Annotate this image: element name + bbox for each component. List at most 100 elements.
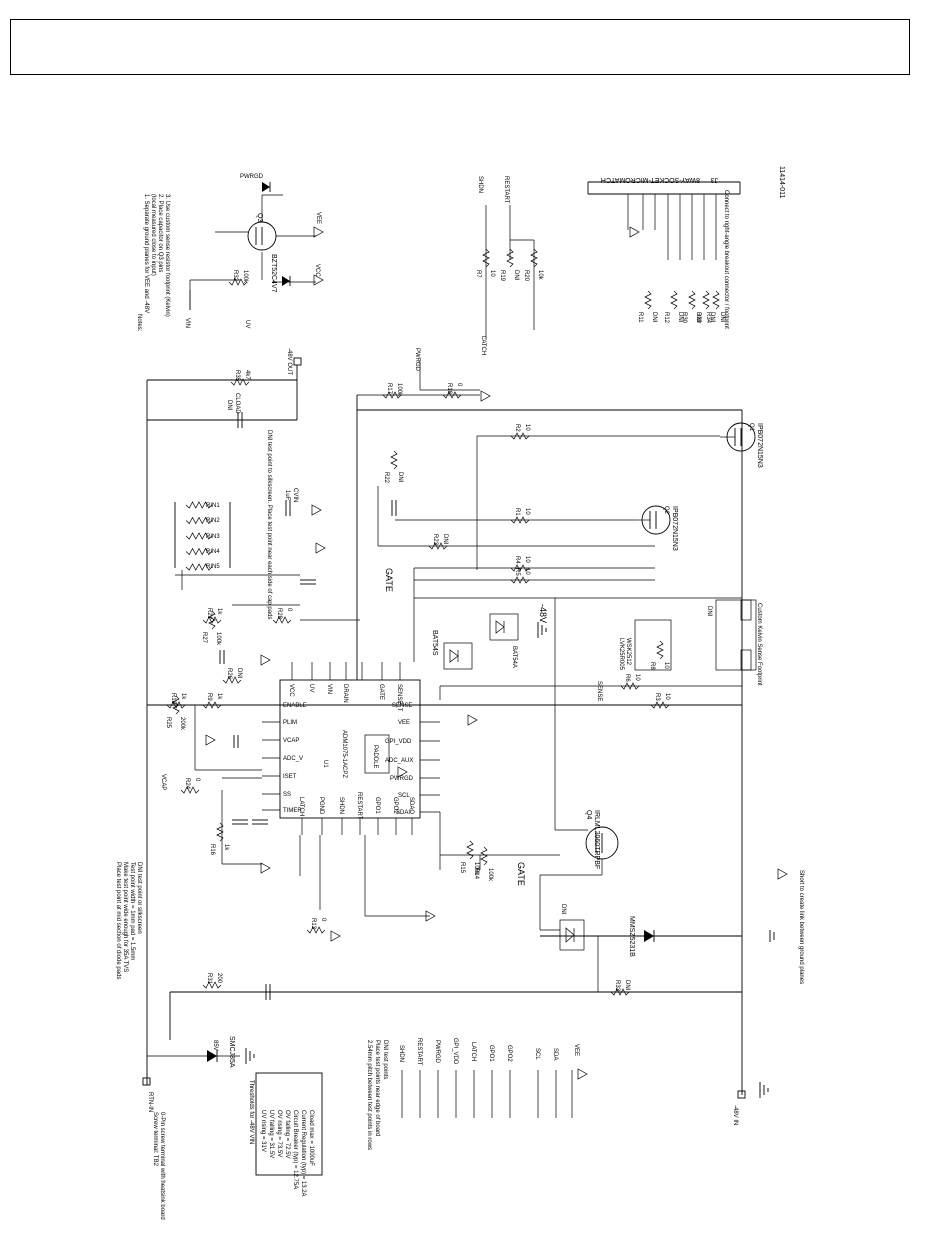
q3-part: BZT52C4V7 — [270, 254, 277, 293]
pad-note-3: DNI test points — [382, 1040, 388, 1079]
resistor-ref-r12: R12 — [663, 312, 669, 324]
left-note-3: Test point width = 1mm pad = 1.5mm — [129, 862, 135, 960]
j3-ref: J3 — [711, 176, 719, 183]
rin3-label: RIN3 — [206, 534, 220, 540]
resistor-value-r6: 10 — [634, 674, 640, 681]
u1-pin-vcc: VCC — [288, 684, 294, 697]
rtn-note-1: Screw terminal: TB2 — [152, 1112, 158, 1167]
resistor-ref-r31: R31 — [206, 973, 212, 985]
spec-box: Thresholds for -48V VIN UV rising = 31V … — [248, 1072, 323, 1197]
rs2-part: DNI — [706, 606, 712, 617]
resistor-ref-r27: R27 — [201, 632, 207, 644]
resistor-value-r1: 10 — [524, 508, 530, 515]
resistor-r20 — [530, 248, 538, 268]
resistor-ref-r23: R23 — [432, 534, 438, 546]
resistor-r27 — [208, 610, 216, 630]
q2-part: IPB072N15N3 — [671, 506, 678, 551]
net-sense: SENSE — [596, 681, 602, 701]
u1-pin-pwrgd: PWRGD — [390, 776, 414, 782]
pad-note-1: 2.54mm pitch between test points in rows — [366, 1040, 372, 1150]
resistor-value-r26: DNI — [236, 668, 242, 679]
resistor-r18 — [442, 391, 462, 399]
resistor-ref-r8: R8 — [649, 662, 655, 670]
supply-triangles — [205, 226, 788, 1080]
u1-pin-gpivdd: GPI_VDD — [385, 739, 412, 745]
resistor-ref-r34: R34 — [705, 312, 711, 324]
resistor-r16 — [216, 822, 224, 842]
q4-ref: Q4 — [585, 810, 592, 819]
rin5-label: RIN5 — [206, 564, 220, 570]
d6-part: DNI — [560, 904, 566, 915]
note-line-3: 2. Place capacitor on Q3 pins — [157, 194, 163, 272]
capacitors: CLOAD DNI CVIN 1uF — [219, 393, 397, 1000]
resistor-ref-r18: R18 — [446, 383, 452, 395]
supply-triangle — [311, 504, 322, 516]
supply-triangle — [205, 734, 216, 746]
resistor-ref-r21: R21 — [206, 608, 212, 620]
supply-triangle — [467, 714, 478, 726]
net-gate-top: GATE — [384, 568, 394, 592]
resistor-r6 — [620, 682, 640, 690]
resistor-r10 — [166, 701, 186, 709]
u1-pin-uv: UV — [308, 684, 314, 692]
resistor-value-r27: 100k — [215, 632, 221, 646]
u1-pin-latch: LATCH — [298, 797, 304, 816]
supply-triangle — [260, 862, 271, 874]
resistor-ref-r35: R35 — [234, 370, 240, 382]
spec-line-3: OV rising = 73.5V — [276, 1110, 282, 1157]
tp-gpo1: GPO1 — [488, 1045, 494, 1062]
d1-part: MMSZ5231B — [628, 916, 635, 957]
supply-triangle — [397, 766, 408, 778]
u1-pin-sdai: SDAI — [396, 810, 410, 816]
net-uv: UV — [244, 320, 250, 328]
net-vin: VIN — [184, 318, 190, 328]
resistor-ref-r22: R22 — [383, 472, 389, 484]
u1-pin-timer: TIMER — [283, 808, 302, 814]
u1-pin-sense: SENSE — [392, 703, 412, 709]
u1-pin-scl: SCL — [398, 793, 410, 799]
resistor-value-r28: 0 — [286, 608, 292, 612]
resistor-value-r3: 10 — [664, 693, 670, 700]
mosfet-q3: BZT52C4V7 Q3 — [247, 213, 277, 293]
net-vee: VEE — [315, 212, 321, 224]
tp-scl: SCL — [534, 1048, 540, 1060]
sense-note: Custom Kelvin Sense Footprint — [756, 603, 762, 686]
resistor-r11 — [644, 290, 652, 310]
resistor-value-r23: DNI — [442, 534, 448, 545]
net-vcc: VCC — [314, 264, 320, 277]
rin4-label: RIN4 — [206, 549, 220, 555]
supply-triangle — [577, 1068, 588, 1080]
d3-part: BAT54S — [431, 630, 438, 656]
resistor-value-r30: DNI — [695, 312, 701, 323]
resistor-ref-r9: R9 — [206, 693, 212, 701]
sense-resistor-rs2: DNI Custom Kelvin Sense Footprint — [706, 599, 762, 686]
tp-shdn: SHDN — [398, 1045, 404, 1062]
net-gate-bottom: GATE — [516, 862, 526, 886]
led-label: PWRGD — [240, 174, 264, 180]
u1-pin-restart: RESTART — [356, 792, 362, 820]
net-vcap: VCAP — [160, 774, 166, 790]
resistor-value-r14: 100k — [487, 868, 493, 882]
resistor-r25 — [172, 695, 180, 715]
u1-pin-adcaux: ADC_AUX — [385, 758, 413, 764]
net-latch: LATCH — [480, 336, 486, 355]
rin-resistor — [185, 516, 213, 525]
resistor-value-r25: 200k — [179, 717, 185, 731]
resistor-value-r4: 10 — [524, 556, 530, 563]
resistor-r21 — [202, 616, 222, 624]
resistor-ref-r13: R13 — [310, 918, 316, 930]
resistor-r1 — [510, 516, 530, 524]
resistor-r17 — [382, 391, 402, 399]
resistor-value-r16: 1k — [223, 844, 229, 851]
diode-d2 — [282, 276, 291, 286]
resistor-value-r31: 200 — [216, 973, 222, 984]
diode-smcj: SMCJ85A 85V — [147, 1036, 240, 1068]
diode-d3: BAT54S — [431, 630, 473, 670]
smcj-rating: 85V — [212, 1040, 218, 1051]
supply-triangle — [480, 390, 491, 402]
u1-pin-adcv: ADC_V — [283, 756, 303, 762]
tp-sda: SDA — [552, 1048, 558, 1060]
resistor-ref-r26: R26 — [226, 668, 232, 680]
resistor-ref-r20: R20 — [523, 270, 529, 282]
